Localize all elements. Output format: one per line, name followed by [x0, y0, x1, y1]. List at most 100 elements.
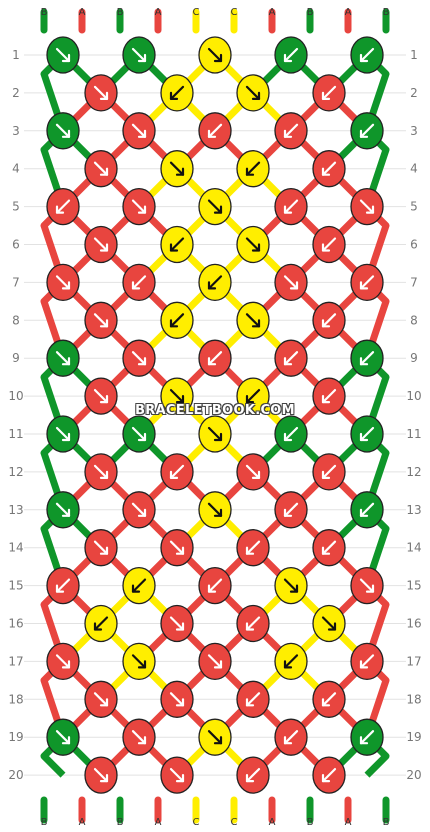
strand-label-bottom: A — [155, 817, 162, 828]
row-number-left: 9 — [12, 351, 20, 365]
knot — [274, 263, 308, 302]
knot — [312, 74, 346, 112]
strand-label-bottom: B — [307, 817, 314, 828]
row-number-right: 17 — [406, 654, 421, 668]
arrow-down-right-icon — [55, 502, 71, 517]
knot — [198, 187, 232, 226]
arrow-down-right-icon — [169, 616, 185, 631]
strand-label-top: B — [41, 7, 48, 18]
arrow-down-right-icon — [207, 654, 223, 669]
arrow-down-right-icon — [55, 351, 71, 366]
knot — [160, 225, 194, 264]
knot — [274, 187, 308, 226]
arrow-down-right-icon — [93, 85, 109, 101]
knot — [236, 225, 270, 264]
arrow-down-right-icon — [55, 47, 71, 63]
arrow-down-right-icon — [93, 313, 109, 328]
strand-label-bottom: C — [193, 817, 200, 828]
arrow-down-left-icon — [321, 313, 337, 328]
strand-label-top: A — [79, 7, 86, 18]
arrow-down-right-icon — [207, 199, 223, 214]
arrow-down-left-icon — [321, 85, 337, 101]
knot — [350, 339, 384, 377]
arrow-down-left-icon — [207, 275, 223, 290]
row-number-right: 8 — [410, 313, 418, 327]
row-number-right: 10 — [406, 389, 421, 403]
knot — [350, 415, 384, 453]
knot — [312, 225, 346, 264]
knot — [84, 301, 118, 339]
knot — [274, 718, 308, 756]
knot — [312, 301, 346, 339]
row-number-right: 16 — [406, 617, 421, 631]
arrow-down-left-icon — [359, 47, 375, 63]
arrow-down-left-icon — [283, 426, 299, 442]
knot — [84, 225, 118, 264]
knot — [84, 756, 118, 794]
arrow-down-left-icon — [55, 199, 71, 214]
knot — [198, 642, 232, 681]
knot — [46, 642, 80, 681]
knot — [274, 339, 308, 377]
arrow-down-right-icon — [169, 540, 185, 555]
knot — [198, 263, 232, 302]
knot — [312, 680, 346, 718]
arrow-down-right-icon — [131, 351, 147, 366]
knot — [274, 566, 308, 605]
arrow-down-left-icon — [359, 426, 375, 442]
strand-label-bottom: A — [269, 817, 276, 828]
arrow-down-left-icon — [321, 464, 337, 479]
knot — [312, 604, 346, 643]
strand-label-top: B — [307, 7, 314, 18]
arrow-down-right-icon — [359, 578, 375, 593]
knot — [160, 604, 194, 643]
arrow-down-right-icon — [283, 578, 299, 593]
knot — [350, 263, 384, 302]
arrow-down-left-icon — [245, 389, 261, 404]
row-number-left: 8 — [12, 313, 20, 327]
knot — [160, 74, 194, 112]
knot — [46, 339, 80, 377]
arrow-down-right-icon — [283, 275, 299, 290]
knot — [274, 36, 308, 74]
knot — [122, 112, 156, 150]
knot — [312, 453, 346, 491]
row-number-left: 15 — [8, 579, 23, 593]
knot — [236, 150, 270, 188]
knot — [160, 756, 194, 794]
row-number-left: 6 — [12, 238, 20, 252]
knot — [198, 491, 232, 529]
row-number-left: 14 — [8, 541, 23, 555]
arrow-down-right-icon — [169, 692, 185, 707]
row-number-right: 14 — [406, 541, 421, 555]
row-number-left: 17 — [8, 654, 23, 668]
row-number-right: 18 — [406, 692, 421, 706]
knot — [236, 377, 270, 415]
arrow-down-right-icon — [245, 464, 261, 479]
arrow-down-right-icon — [93, 389, 109, 404]
knot — [46, 263, 80, 302]
knot — [122, 415, 156, 453]
knot — [160, 301, 194, 339]
knot — [236, 756, 270, 794]
arrow-down-right-icon — [321, 616, 337, 631]
arrow-down-right-icon — [55, 275, 71, 290]
arrow-down-left-icon — [321, 540, 337, 555]
row-number-right: 11 — [406, 427, 421, 441]
strand-label-top: C — [193, 7, 200, 18]
arrow-down-right-icon — [55, 426, 71, 442]
arrow-down-right-icon — [207, 502, 223, 517]
strand-label-bottom: B — [383, 817, 390, 828]
arrow-down-left-icon — [321, 389, 337, 404]
arrow-down-left-icon — [321, 692, 337, 707]
knot — [84, 74, 118, 112]
knot — [84, 377, 118, 415]
row-number-right: 4 — [410, 162, 418, 176]
strand-label-bottom: A — [79, 817, 86, 828]
arrow-down-right-icon — [93, 161, 109, 176]
knot — [46, 718, 80, 756]
row-number-left: 20 — [8, 768, 23, 782]
knot — [350, 491, 384, 529]
watermark: BRACELETBOOK.COM — [135, 403, 295, 418]
